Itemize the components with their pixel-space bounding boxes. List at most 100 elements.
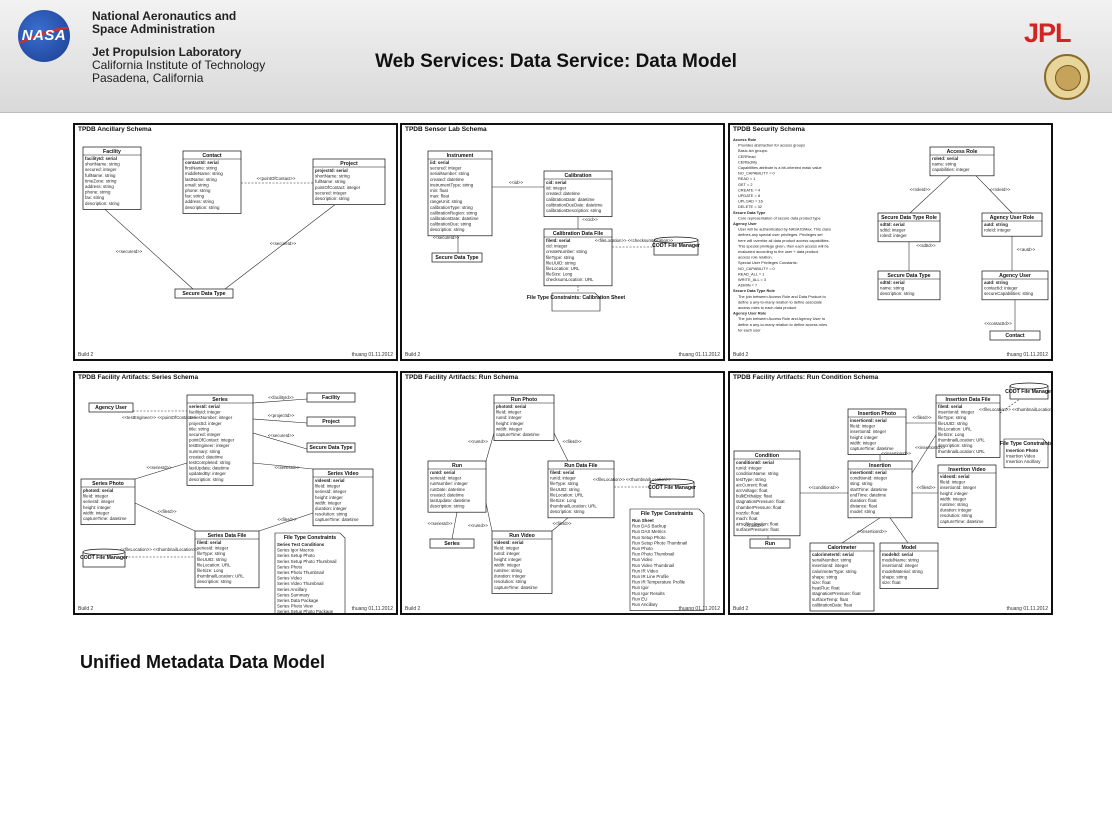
panel-runcondition-schema: TPDB Facility Artifacts: Run Condition S… (728, 371, 1053, 615)
entity-name: Agency User (95, 405, 127, 411)
relation-label: <<insertionId>> (857, 529, 887, 534)
entity-attribute: resolution: string (315, 512, 348, 517)
entity-attribute: conditionId: serial (736, 460, 774, 465)
entity-attribute: secured: integer (315, 190, 347, 195)
entity-file-type-constraints-calibration-sheet: File Type Constraints: Calibration Sheet (527, 292, 625, 312)
panel-title: TPDB Ancillary Schema (78, 126, 152, 133)
entity-attribute: heatFlux: float (812, 586, 840, 591)
entity-name: Access Role (947, 149, 978, 155)
panel-series-schema: TPDB Facility Artifacts: Series Schema S… (73, 371, 398, 615)
entity-name: Insertion Photo (858, 411, 896, 417)
entity-attribute: calibrationType: string (430, 205, 473, 210)
entity-attribute: testCompleted: string (189, 460, 231, 465)
entity-attribute: height: integer (494, 557, 522, 562)
schema-note-line: READ = 1 (738, 176, 755, 181)
relation-label: <<projectId>> (268, 413, 295, 418)
entity-attribute: distance: float (850, 504, 878, 509)
entity-box (749, 538, 791, 549)
entity-attribute: secured: integer (189, 432, 221, 437)
relation-line (252, 432, 308, 450)
entity-attribute: lastUpdate: datetime (189, 466, 230, 471)
entity-attribute: rangeUnit: string (430, 199, 463, 204)
entity-attribute: fileUUID: string (938, 421, 968, 426)
entity-attribute: height: integer (496, 421, 524, 426)
entity-attribute: width: integer (496, 426, 523, 431)
entity-name: Agency User Role (990, 215, 1035, 221)
entity-attribute: calibrationRegion: string (430, 210, 478, 215)
entity-attribute: iid: integer (546, 186, 567, 191)
entity-box (733, 450, 801, 537)
entity-attribute: createNumber: string (546, 249, 588, 254)
entity-attribute: height: integer (83, 505, 111, 510)
schema-note-line: DELETE = 32 (738, 204, 762, 209)
entity-name: Model (902, 545, 918, 551)
entity-attribute: created: datetime (546, 191, 580, 196)
entity-secure-data-type: Secure Data Type (431, 252, 483, 263)
relation-label: <<facilityId>> (268, 395, 294, 400)
entity-attribute: Run IR Temperature Profile (632, 580, 686, 585)
entity-attribute: videoId: serial (494, 540, 524, 545)
slide-header: NASA National Aeronautics and Space Admi… (0, 0, 1112, 113)
entity-attribute: updatedBy: integer (189, 471, 226, 476)
schema-note-line: Agency User Role (733, 311, 767, 316)
schema-note-line: for each user (738, 327, 761, 332)
entity-attribute: Run Setup Photo Thumbnail (632, 540, 687, 545)
entity-attribute: Run Setup Photo (632, 535, 666, 540)
schema-note-line: evaluated according to the user + data p… (738, 249, 819, 254)
entity-name: Facility (103, 149, 121, 155)
entity-attribute: Series Summary (277, 592, 310, 597)
entity-attribute: seriesId: integer (83, 499, 115, 504)
entity-attribute: Run DAS Metrics (632, 529, 666, 534)
entity-attribute: modelId: serial (882, 552, 913, 557)
entity-box (186, 394, 254, 486)
entity-attribute: arcVoltage: float (736, 488, 768, 493)
schema-note-line: The join between Access Role and Data Pr… (738, 294, 826, 299)
entity-attribute: Run Igor Results (632, 591, 666, 596)
panel-title: TPDB Facility Artifacts: Run Condition S… (733, 374, 879, 381)
entity-box (427, 150, 493, 237)
entity-attribute: resolution: string (494, 579, 527, 584)
entity-attribute: calibrationDate: datetime (430, 216, 479, 221)
relation-line (451, 512, 458, 540)
entity-name: Secure Data Type (435, 255, 478, 261)
panel-footer-build: Build 2 (405, 606, 421, 612)
entity-attribute: serialNumber: string (430, 171, 470, 176)
entity-attribute: name: string (932, 162, 957, 167)
schema-note-line: Agency User (733, 221, 757, 226)
relation-label: <<seriesId>> (146, 465, 172, 470)
entity-name: Secure Data Type (182, 291, 225, 297)
entity-attribute: shape: string (882, 574, 908, 579)
entity-name: File Type Constraints (1000, 441, 1051, 447)
entity-attribute: size: float (812, 580, 831, 585)
entity-attribute: Series Setup Photo Thumbnail (277, 559, 336, 564)
entity-attribute: firstName: string (185, 166, 218, 171)
panel-footer-build: Build 2 (78, 352, 94, 358)
file-manager-top (1009, 382, 1049, 390)
entity-codt-file-manager: CODT File Manager (80, 548, 128, 568)
schema-note-line: Secure Data Type (733, 210, 766, 215)
entity-attribute: description: string (430, 504, 465, 509)
entity-attribute: fileId: serial (546, 238, 570, 243)
schema-note-line: NO_CAPABILITY = 0 (738, 171, 776, 176)
schema-note-line: Provides abstraction for access groups (738, 143, 805, 148)
entity-attribute: timeZone: string (85, 178, 117, 183)
entity-attribute: Run Sheet (632, 518, 654, 523)
entity-attribute: facilityId: integer (189, 410, 221, 415)
entity-name: Series Video (327, 471, 358, 477)
relation-line (134, 502, 196, 532)
entity-name: Secure Data Type (309, 445, 352, 451)
entity-attribute: contactId: integer (984, 286, 1018, 291)
entity-attribute: thumbnailLocation: URL (197, 574, 244, 579)
entity-box (543, 228, 613, 287)
note-box (629, 508, 705, 611)
panel-footer-author: thuang 01.11.2012 (351, 606, 393, 612)
